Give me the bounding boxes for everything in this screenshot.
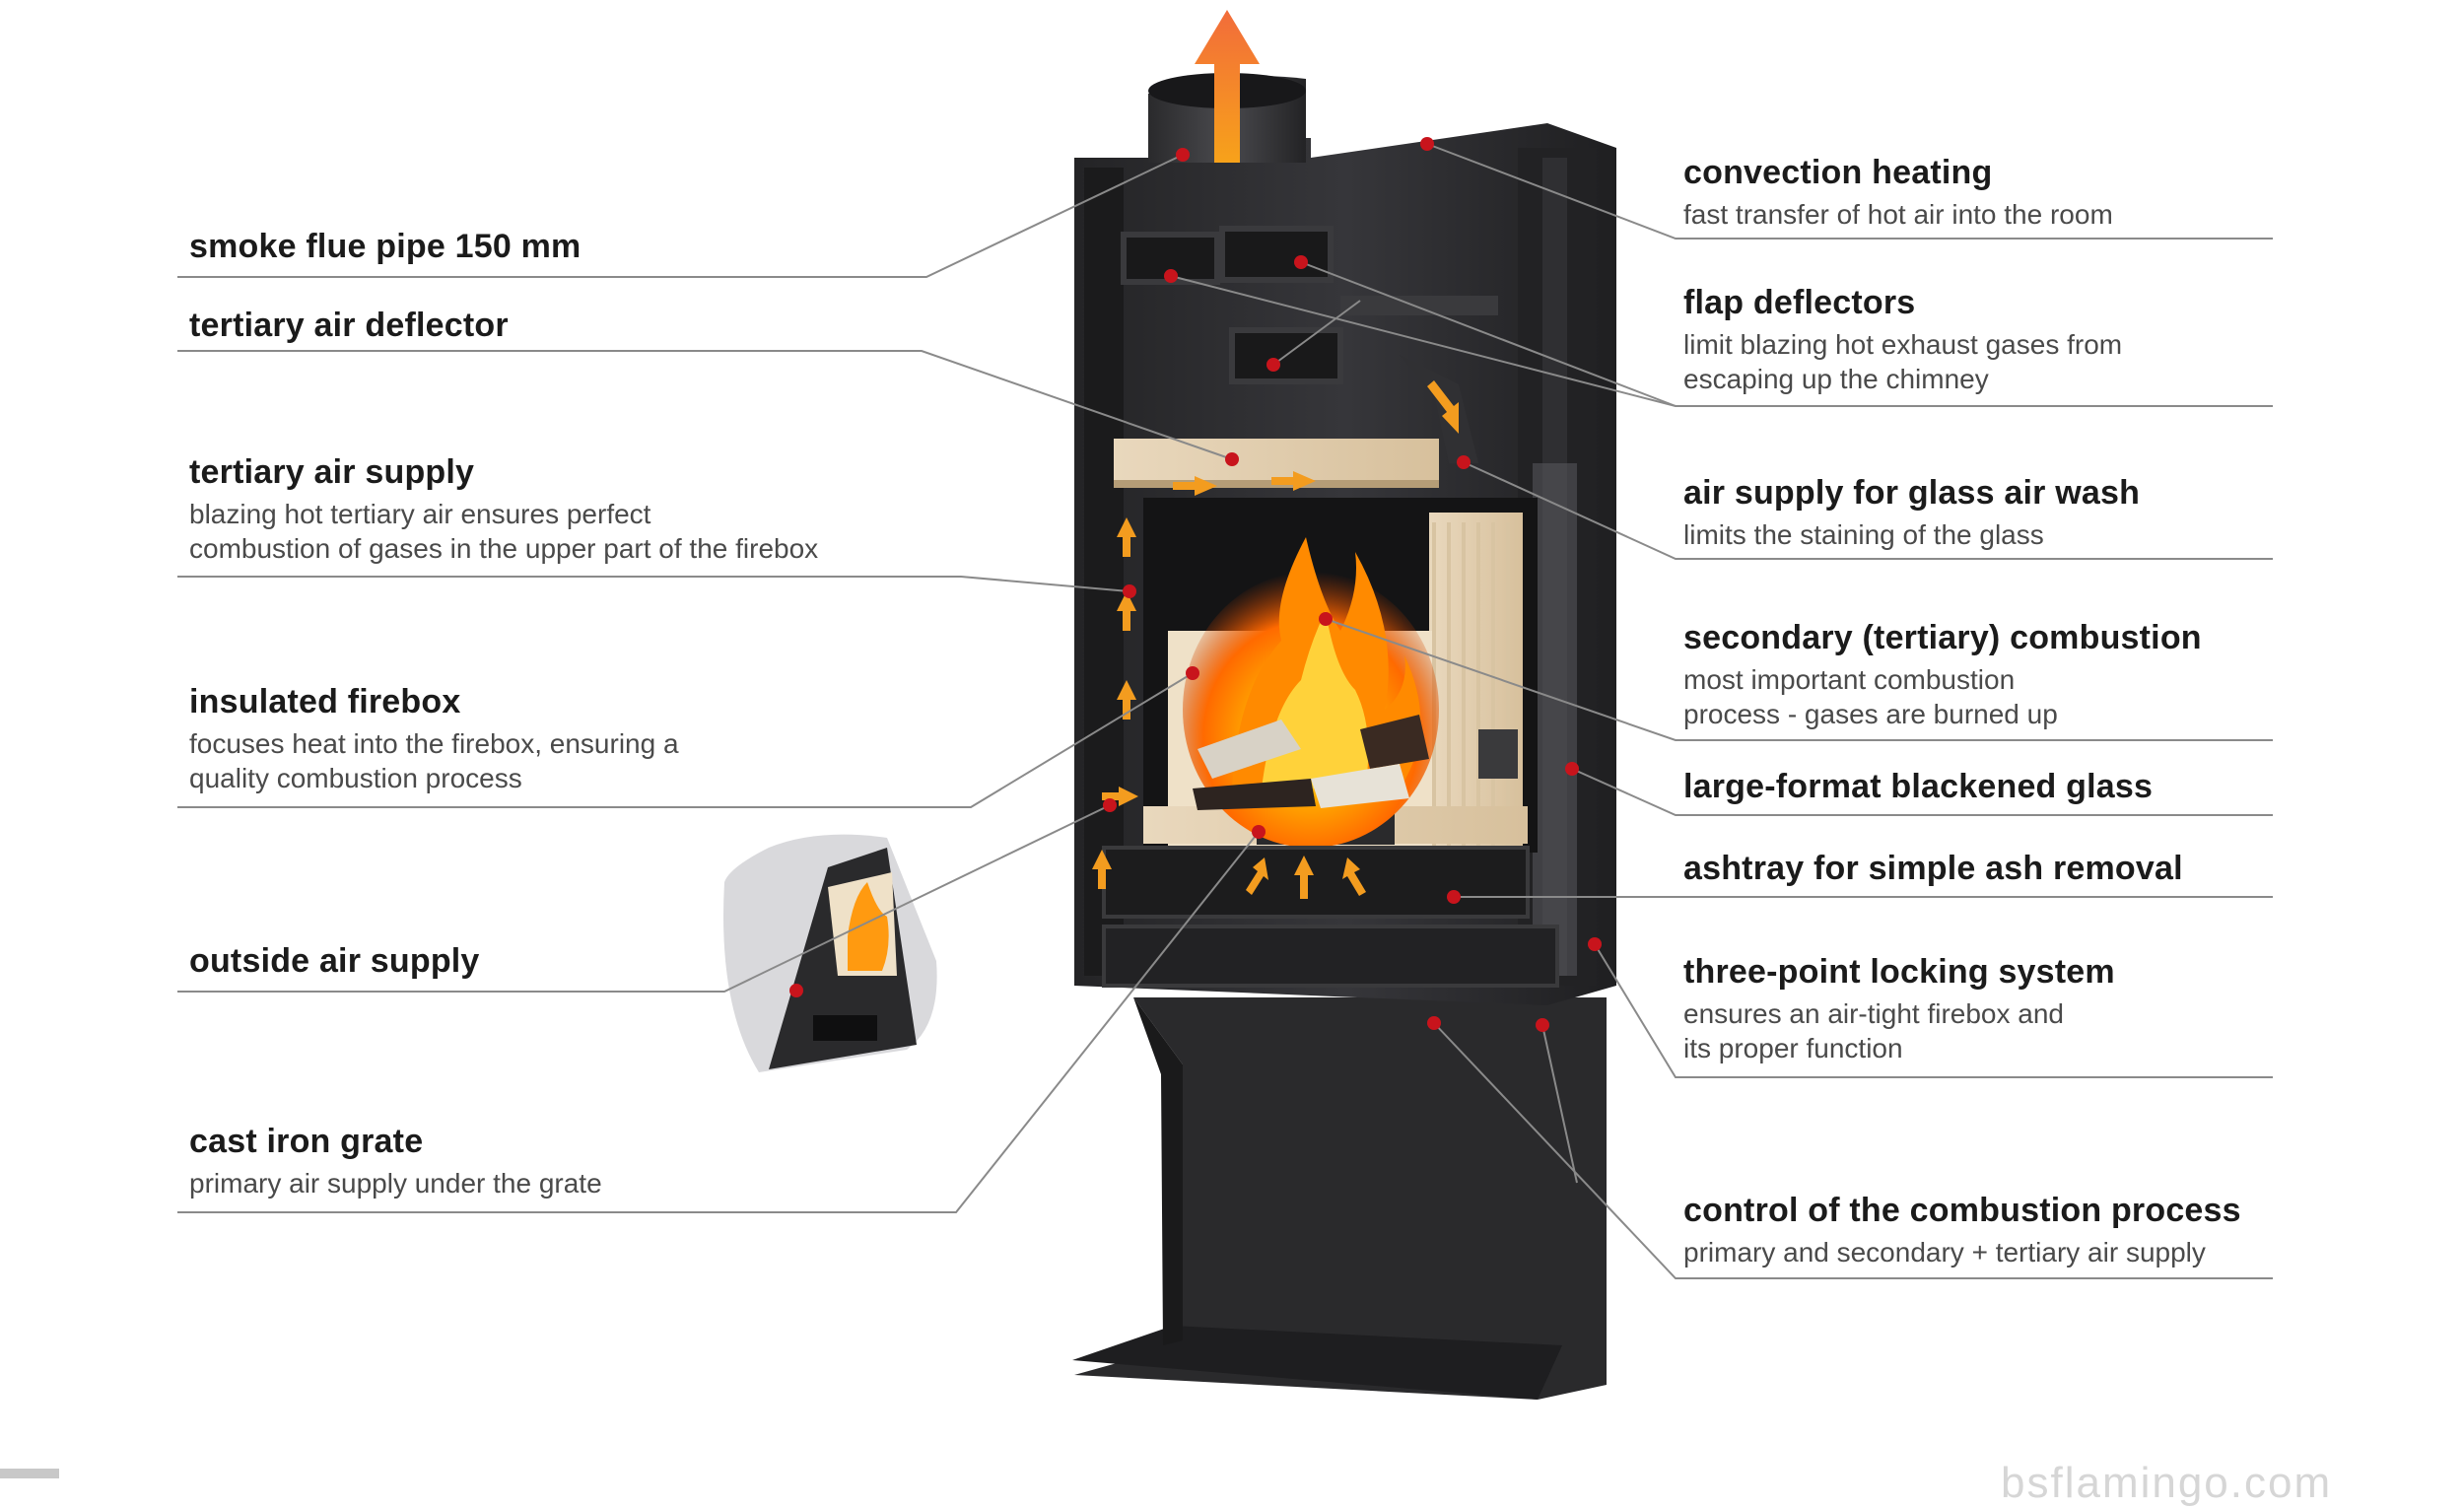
callout-secondary-combustion: secondary (tertiary) combustion most imp… <box>1683 618 2202 730</box>
callout-title: ashtray for simple ash removal <box>1683 849 2183 888</box>
callout-desc-line: combustion of gases in the upper part of… <box>189 532 818 565</box>
callout-desc-line: process - gases are burned up <box>1683 698 2202 730</box>
callout-desc-line: limit blazing hot exhaust gases from <box>1683 328 2122 361</box>
callout-blackened-glass: large-format blackened glass <box>1683 767 2153 806</box>
callout-flap-deflectors: flap deflectors limit blazing hot exhaus… <box>1683 283 2122 395</box>
callout-cast-iron-grate: cast iron grate primary air supply under… <box>189 1122 602 1200</box>
callout-title: large-format blackened glass <box>1683 767 2153 806</box>
callout-title: smoke flue pipe 150 mm <box>189 227 581 266</box>
site-watermark: bsflamingo.com <box>2001 1459 2332 1508</box>
callout-title: flap deflectors <box>1683 283 2122 322</box>
callout-desc-line: blazing hot tertiary air ensures perfect <box>189 498 818 530</box>
stove-stand <box>1072 997 1607 1400</box>
outside-air-inset <box>723 835 937 1072</box>
callout-title: control of the combustion process <box>1683 1191 2241 1230</box>
callout-desc-line: most important combustion <box>1683 663 2202 696</box>
callout-desc-line: limits the staining of the glass <box>1683 518 2140 551</box>
callout-title: secondary (tertiary) combustion <box>1683 618 2202 657</box>
callout-title: air supply for glass air wash <box>1683 473 2140 513</box>
callout-desc-line: primary air supply under the grate <box>189 1167 602 1200</box>
callout-title: convection heating <box>1683 153 2113 192</box>
callout-desc-line: its proper function <box>1683 1032 2115 1064</box>
callout-title: cast iron grate <box>189 1122 602 1161</box>
callout-convection-heating: convection heating fast transfer of hot … <box>1683 153 2113 231</box>
callout-combustion-control: control of the combustion process primar… <box>1683 1191 2241 1268</box>
callout-title: tertiary air supply <box>189 452 818 492</box>
callout-outside-air-supply: outside air supply <box>189 941 480 981</box>
callout-ashtray: ashtray for simple ash removal <box>1683 849 2183 888</box>
callout-title: tertiary air deflector <box>189 306 509 345</box>
callout-title: insulated firebox <box>189 682 679 721</box>
callout-desc-line: quality combustion process <box>189 762 679 794</box>
callout-tertiary-air-supply: tertiary air supply blazing hot tertiary… <box>189 452 818 565</box>
callout-desc-line: ensures an air-tight firebox and <box>1683 997 2115 1030</box>
callout-desc-line: fast transfer of hot air into the room <box>1683 198 2113 231</box>
callout-desc-line: escaping up the chimney <box>1683 363 2122 395</box>
callout-title: three-point locking system <box>1683 952 2115 992</box>
callout-tertiary-air-deflector: tertiary air deflector <box>189 306 509 345</box>
callout-title: outside air supply <box>189 941 480 981</box>
callout-smoke-flue-pipe: smoke flue pipe 150 mm <box>189 227 581 266</box>
callout-insulated-firebox: insulated firebox focuses heat into the … <box>189 682 679 794</box>
callout-desc-line: primary and secondary + tertiary air sup… <box>1683 1236 2241 1268</box>
callout-glass-air-wash: air supply for glass air wash limits the… <box>1683 473 2140 551</box>
corner-mark <box>0 1469 59 1478</box>
callout-desc-line: focuses heat into the firebox, ensuring … <box>189 727 679 760</box>
callout-three-point-locking: three-point locking system ensures an ai… <box>1683 952 2115 1064</box>
